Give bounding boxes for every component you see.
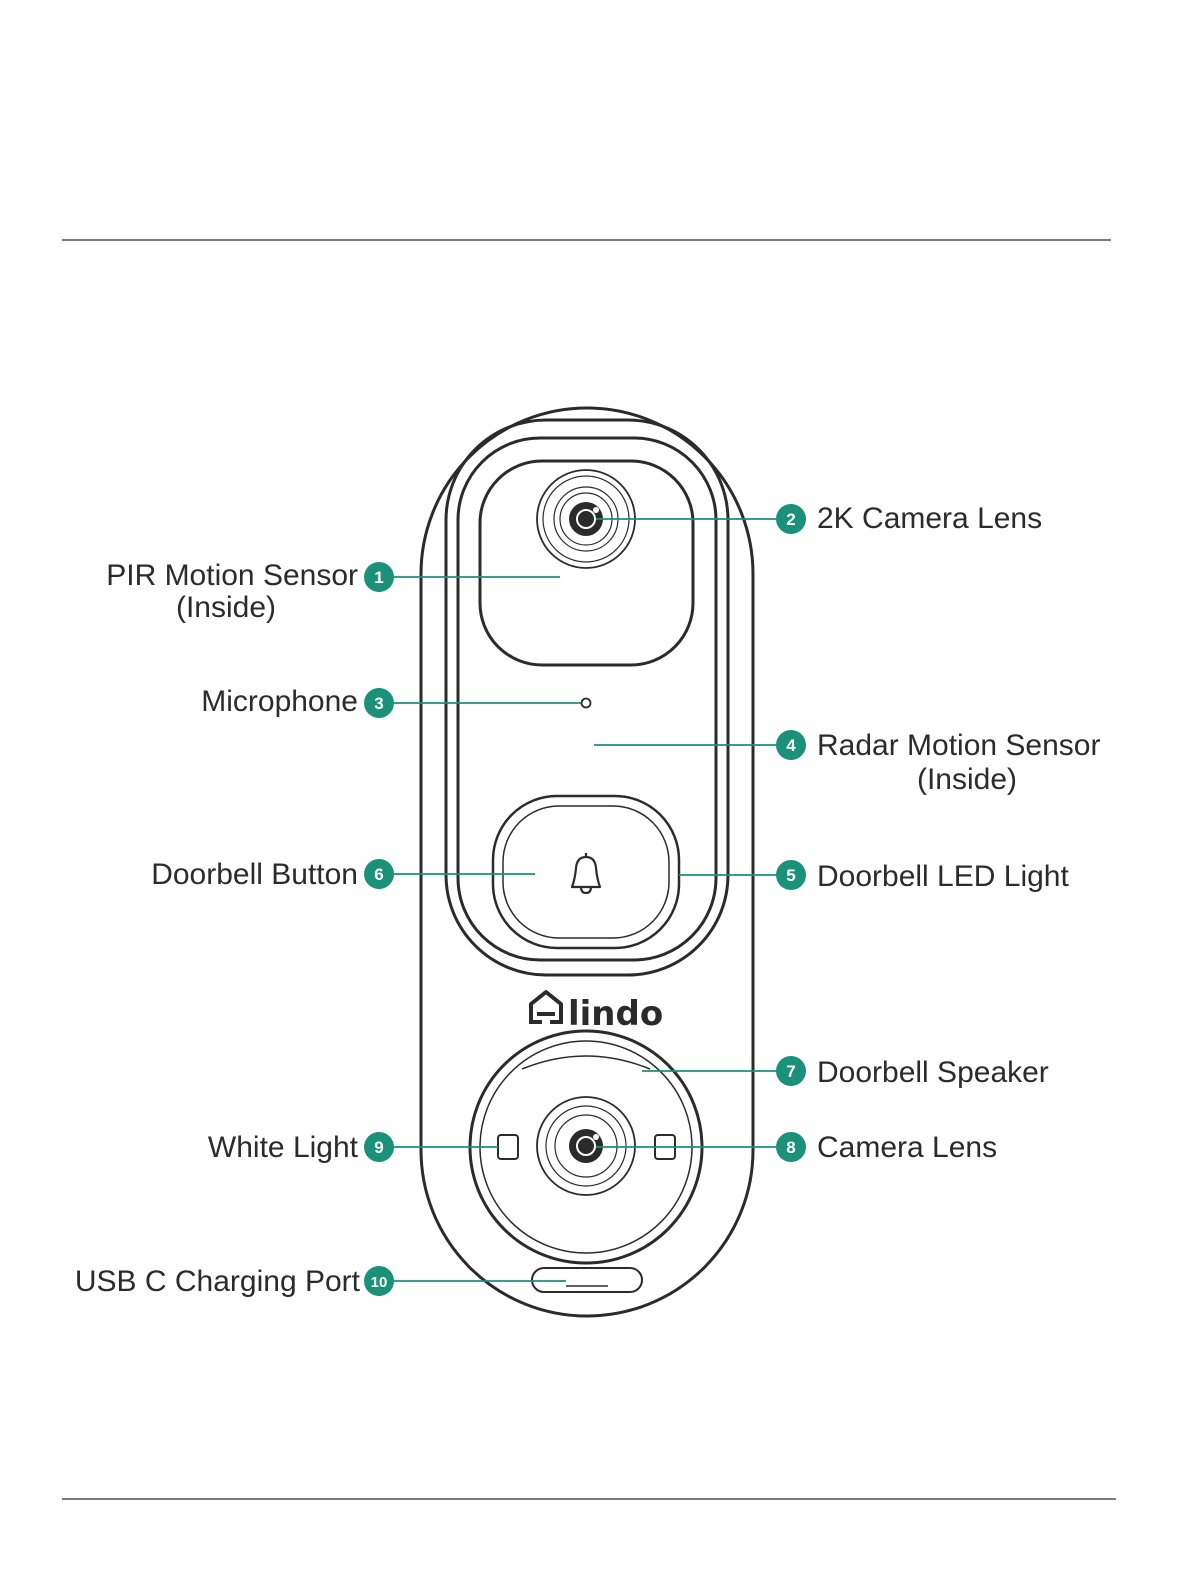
label-doorbell-speaker: Doorbell Speaker (817, 1056, 1049, 1089)
speaker-grille (522, 1056, 650, 1069)
badge-4-number: 4 (786, 736, 796, 755)
badge-8-number: 8 (786, 1138, 795, 1157)
label-camera-lens: Camera Lens (817, 1131, 997, 1164)
lindo-logo: lindo (531, 992, 663, 1034)
usb-c-port (532, 1268, 642, 1292)
badge-10-number: 10 (371, 1274, 388, 1291)
label-2k-camera-lens: 2K Camera Lens (817, 502, 1042, 535)
badge-5-number: 5 (786, 866, 795, 885)
doorbell-button (493, 796, 679, 948)
badge-1-number: 1 (374, 568, 383, 587)
label-pir-motion-sensor: PIR Motion Sensor (106, 559, 358, 592)
badge-9-number: 9 (374, 1138, 383, 1157)
label-pir-motion-sensor-sub: (Inside) (176, 591, 276, 624)
camera-lens (537, 1097, 635, 1195)
label-radar-motion-sensor-sub: (Inside) (917, 763, 1017, 796)
badge-7-number: 7 (786, 1062, 795, 1081)
label-doorbell-led-light: Doorbell LED Light (817, 860, 1069, 893)
label-usb-c-charging-port: USB C Charging Port (75, 1265, 361, 1298)
label-doorbell-button: Doorbell Button (151, 858, 358, 891)
label-white-light: White Light (208, 1131, 359, 1164)
house-logo-icon (531, 992, 561, 1022)
doorbell-device: lindo (421, 408, 753, 1316)
camera-window (480, 461, 693, 665)
brand-logo-text: lindo (568, 994, 663, 1034)
microphone-hole (582, 699, 591, 708)
badge-2-number: 2 (786, 510, 795, 529)
white-light-left (498, 1135, 518, 1159)
doorbell-body (421, 408, 753, 1316)
badge-6-number: 6 (374, 865, 383, 884)
badge-3-number: 3 (374, 694, 383, 713)
label-microphone: Microphone (201, 685, 358, 718)
label-radar-motion-sensor: Radar Motion Sensor (817, 729, 1100, 762)
bell-icon (572, 853, 600, 893)
callout-labels: PIR Motion Sensor (Inside) 2K Camera Len… (75, 502, 1101, 1298)
